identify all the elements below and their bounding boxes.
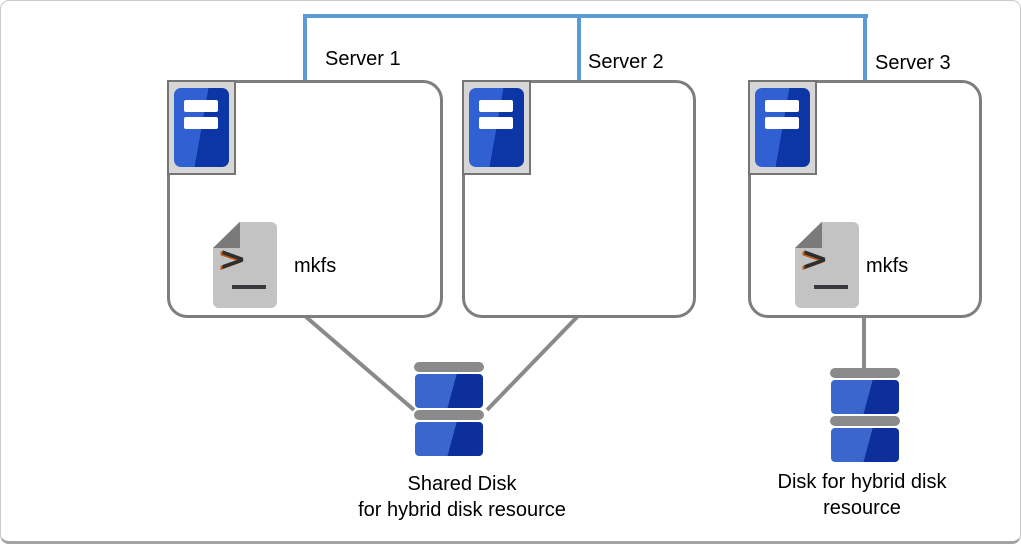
shared-disk-stack-icon	[413, 362, 485, 456]
server-drive-slot	[184, 117, 218, 129]
server-tower-icon	[755, 88, 810, 167]
server-drive-slot	[479, 100, 513, 112]
server1-server-icon	[167, 80, 236, 175]
prompt-underscore	[814, 285, 848, 289]
disk-platter	[831, 380, 899, 414]
hybrid-disk-label: Disk for hybrid disk resource	[712, 469, 1012, 521]
shared-disk-label: Shared Disk for hybrid disk resource	[312, 471, 612, 523]
server-drive-slot	[479, 117, 513, 129]
prompt-glyph: >	[219, 239, 247, 278]
prompt-glyph: >	[801, 239, 829, 278]
server2-label: Server 2	[588, 51, 664, 73]
server-drive-slot	[765, 100, 799, 112]
interconnect-drop-server3	[863, 14, 867, 80]
server3-shell-script-icon: >	[795, 222, 859, 308]
interconnect-drop-server1	[303, 14, 307, 80]
server1-shell-script-icon: >	[213, 222, 277, 308]
hybrid-disk-label-line1: Disk for hybrid disk	[777, 471, 947, 493]
server2-server-icon	[462, 80, 531, 175]
disk-platter	[415, 422, 483, 456]
server-tower-icon	[469, 88, 524, 167]
disk-cap	[830, 368, 900, 378]
interconnect-drop-server2	[577, 14, 581, 80]
server-drive-slot	[765, 117, 799, 129]
server-drive-slot	[184, 100, 218, 112]
hybrid-disk-stack-icon	[829, 368, 901, 462]
server3-label: Server 3	[875, 52, 951, 74]
prompt-underscore	[232, 285, 266, 289]
disk-platter	[415, 374, 483, 408]
server3-server-icon	[748, 80, 817, 175]
interconnect-line-horizontal	[303, 14, 868, 18]
server-tower-icon	[174, 88, 229, 167]
shared-disk-label-line2: for hybrid disk resource	[358, 499, 566, 521]
disk-cap	[830, 416, 900, 426]
disk-cap	[414, 410, 484, 420]
shared-disk-label-line1: Shared Disk	[407, 473, 517, 495]
server1-label: Server 1	[325, 48, 401, 70]
server3-command-label: mkfs	[866, 255, 909, 277]
disk-platter	[831, 428, 899, 462]
hybrid-disk-label-line2: resource	[823, 497, 901, 519]
server1-command-label: mkfs	[294, 255, 337, 277]
disk-cap	[414, 362, 484, 372]
